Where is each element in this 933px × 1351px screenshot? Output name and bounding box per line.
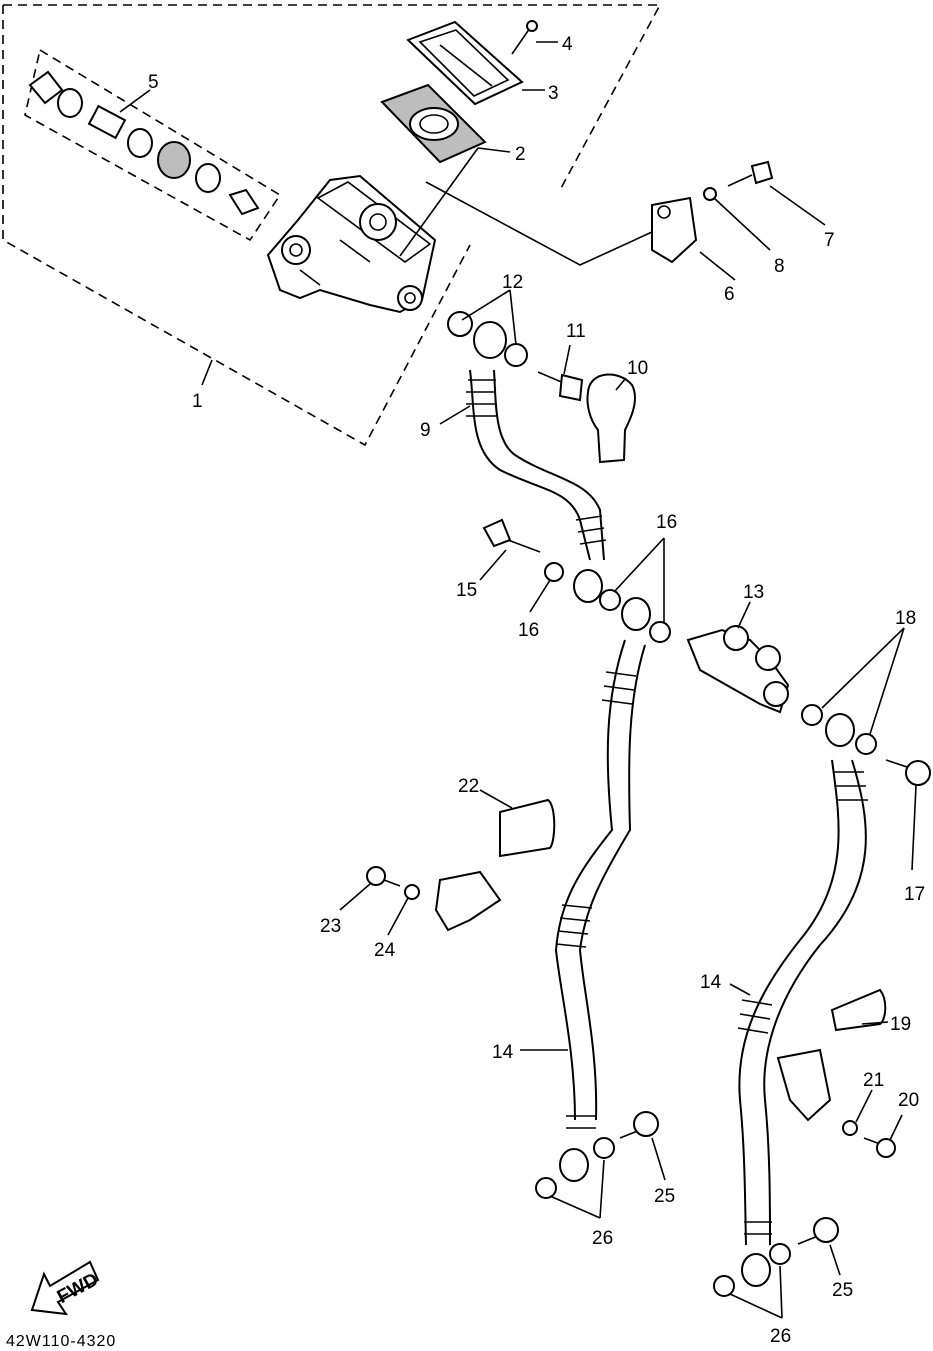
callout-6: 6	[724, 284, 735, 305]
callout-22: 22	[458, 776, 479, 797]
brake-joint	[686, 625, 790, 714]
hose-guide-22	[434, 798, 556, 932]
leader-lines	[119, 41, 917, 1319]
holder-bracket	[651, 196, 698, 264]
washer-26c	[713, 1275, 735, 1297]
callout-18: 18	[895, 608, 916, 629]
callout-15: 15	[456, 580, 477, 601]
bolt-cover-10	[586, 373, 636, 464]
callout-7: 7	[824, 230, 835, 251]
washer-8	[703, 187, 717, 201]
washer-12b	[504, 343, 528, 367]
washer-26d	[769, 1243, 791, 1265]
callout-8: 8	[774, 256, 785, 277]
assembly-5-boundary	[24, 48, 282, 242]
callout-20: 20	[898, 1090, 919, 1111]
callout-13: 13	[743, 582, 764, 603]
right-brake-hose	[737, 713, 868, 1287]
callout-25-lower: 25	[832, 1280, 853, 1301]
callout-3: 3	[548, 83, 559, 104]
callout-10: 10	[627, 358, 648, 379]
callout-12: 12	[502, 272, 523, 293]
callout-14-right: 14	[700, 972, 722, 993]
callout-4: 4	[562, 34, 573, 55]
callout-11: 11	[566, 321, 586, 342]
reservoir-cap	[406, 20, 524, 106]
callout-21: 21	[863, 1070, 884, 1091]
union-bolt-25a	[619, 1111, 659, 1139]
reservoir-diaphragm	[380, 83, 487, 164]
bolt-20	[863, 1137, 896, 1158]
callout-2: 2	[515, 144, 526, 165]
forward-arrow-icon: FWD	[30, 1260, 102, 1316]
washer-26a	[535, 1177, 557, 1199]
cap-screw	[511, 20, 538, 55]
assembly-1-boundary	[2, 4, 662, 447]
washer-18a	[801, 704, 823, 726]
left-brake-hose	[554, 597, 651, 1182]
callout-25-upper: 25	[654, 1186, 675, 1207]
union-bolt-11	[537, 371, 584, 402]
bolt-23	[366, 866, 401, 887]
upper-brake-hose	[466, 321, 607, 603]
washer-26b	[593, 1137, 615, 1159]
callout-1: 1	[192, 391, 203, 412]
callout-24: 24	[374, 940, 396, 961]
callout-23: 23	[320, 916, 341, 937]
callout-26-lower: 26	[770, 1326, 791, 1347]
master-cylinder-body	[266, 174, 437, 314]
diagram-code: 42W110-4320	[6, 1333, 116, 1350]
washer-21	[842, 1120, 858, 1136]
callout-16-lower: 16	[518, 620, 539, 641]
callout-26-upper: 26	[592, 1228, 613, 1249]
callout-9: 9	[420, 420, 431, 441]
callout-14-left: 14	[492, 1042, 514, 1063]
washer-16c	[649, 621, 671, 643]
callout-16-upper: 16	[656, 512, 677, 533]
union-bolt-15	[482, 518, 541, 553]
union-bolt-25b	[797, 1217, 839, 1245]
washer-18b	[855, 733, 877, 755]
callout-17: 17	[904, 884, 925, 905]
washer-16b	[599, 589, 621, 611]
washer-24	[404, 884, 420, 900]
hose-guide-19	[776, 988, 887, 1122]
callout-5: 5	[148, 72, 159, 93]
callout-19: 19	[890, 1014, 911, 1035]
union-bolt-17	[885, 759, 931, 786]
piston-kit-parts	[28, 70, 260, 216]
washer-16a	[544, 562, 564, 582]
screw-7	[727, 160, 774, 187]
